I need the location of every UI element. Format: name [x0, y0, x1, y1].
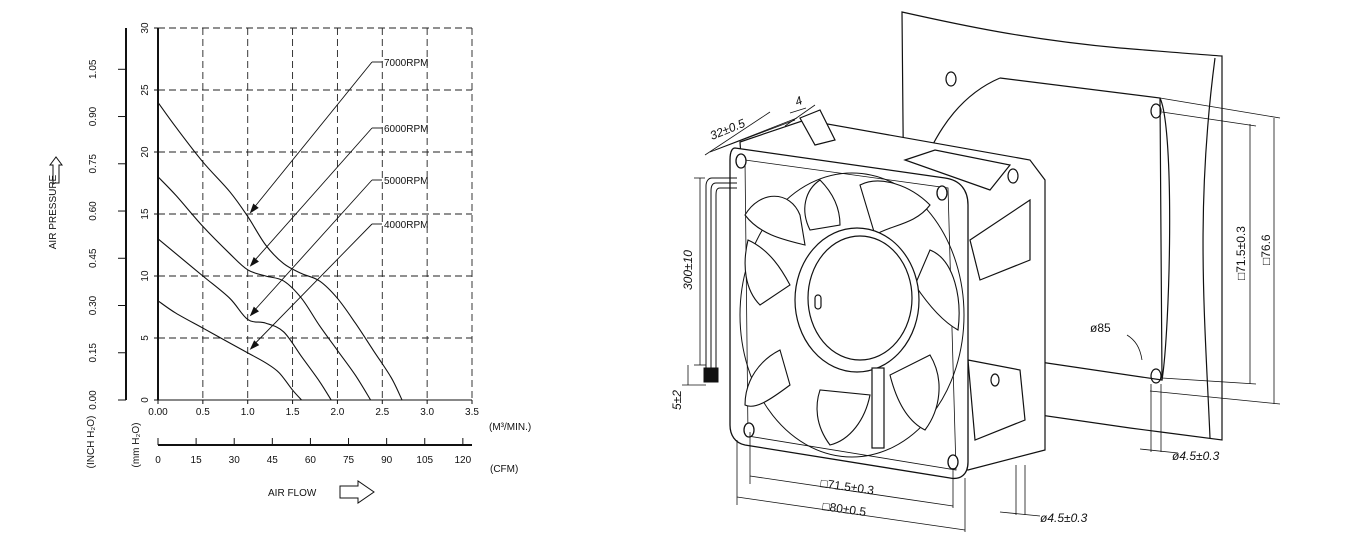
cfm-tick-label: 30: [229, 455, 241, 466]
dim-cutout-pitch: □71.5±0.3: [1234, 226, 1248, 280]
y-tick-label: 30: [140, 22, 151, 34]
series-label-5000rpm: 5000RPM: [384, 176, 428, 187]
x-tick-label: 2.0: [330, 407, 344, 418]
y-tick-label: 10: [140, 270, 151, 282]
series-curve-5000rpm: [157, 238, 332, 401]
inch-tick-label: 0.30: [88, 295, 99, 315]
inch-tick-label: 0.60: [88, 201, 99, 221]
series-label-6000rpm: 6000RPM: [384, 124, 428, 135]
dimension-lines: [682, 97, 1281, 532]
performance-chart: 0.00 0.5 1.0 1.5 2.0 2.5 3.0 3.5 0 5 10 15 20 25 30 0.0…: [48, 22, 531, 504]
cfm-tick-label: 0: [155, 455, 161, 466]
x-tick-label: 1.0: [241, 407, 255, 418]
air-flow-arrow-icon: [339, 480, 375, 504]
chart-grid: [158, 27, 473, 400]
panel-hole-bottom-right: [1150, 368, 1162, 384]
inch-tick-label: 0.00: [88, 390, 99, 410]
x-tick-label: 3.5: [465, 407, 479, 418]
x-tick-label: 0.5: [196, 407, 210, 418]
cfm-tick-label: 105: [416, 455, 433, 466]
series-label-7000rpm: 7000RPM: [384, 58, 428, 69]
dim-hole-pitch: □71.5±0.3: [820, 476, 876, 497]
y-tick-label: 0: [140, 397, 151, 403]
fan-blades: [744, 179, 960, 446]
dim-cutout-size: □76.6: [1259, 234, 1273, 265]
inch-tick-label: 0.75: [88, 154, 99, 174]
rpm-leader-arrowhead: [249, 340, 260, 350]
fan-dimension-drawing: 32±0.5 4 300±10 5±2 □71.5±0.3 □80±0.5 ø4…: [670, 11, 1281, 532]
dim-cutout-hole-dia: ø4.5±0.3: [1172, 449, 1220, 463]
air-pressure-arrow-icon: [49, 156, 63, 184]
inch-tick-label: 0.90: [88, 106, 99, 126]
rpm-leader-line: [251, 127, 373, 265]
panel-hole-top-right: [1150, 103, 1162, 119]
rpm-leader-line: [251, 179, 373, 314]
series-label-4000rpm: 4000RPM: [384, 220, 428, 231]
cfm-tick-label: 120: [455, 455, 472, 466]
cfm-tick-label: 45: [267, 455, 279, 466]
frame-hole-top-left: [735, 153, 747, 169]
panel-cutout: [929, 71, 1171, 384]
inch-tick-label: 1.05: [88, 59, 99, 79]
x-tick-label: 3.0: [420, 407, 434, 418]
x-unit-cfm: (CFM): [490, 464, 518, 475]
panel-hole-top-left: [945, 71, 957, 87]
chart-series: [157, 61, 403, 401]
rpm-leader-arrowhead: [249, 256, 259, 267]
frame-hole-bottom-right: [947, 454, 959, 470]
rpm-leader-line: [251, 223, 373, 348]
inch-tick-label: 0.45: [88, 248, 99, 268]
y-tick-label: 25: [140, 84, 151, 96]
series-curve-7000rpm: [157, 102, 403, 401]
y-tick-label: 15: [140, 208, 151, 220]
series-curve-4000rpm: [157, 300, 302, 401]
x-tick-label: 0.00: [148, 407, 168, 418]
cfm-tick-label: 60: [305, 455, 317, 466]
inch-tick-label: 0.15: [88, 343, 99, 363]
chart-labels: 0.00 0.5 1.0 1.5 2.0 2.5 3.0 3.5 0 5 10 15 20 25 30 0.0…: [88, 22, 479, 466]
cfm-tick-label: 15: [191, 455, 203, 466]
fan-hub: [794, 227, 920, 449]
frame-hole-bottom-left: [743, 422, 755, 438]
dim-hole-dia: ø4.5±0.3: [1040, 511, 1088, 525]
dim-cutout-dia: ø85: [1090, 321, 1111, 335]
rpm-leader-line: [251, 61, 373, 211]
frame-hole-top-right: [936, 185, 948, 201]
dim-depth: 32±0.5: [708, 116, 747, 143]
y-unit-mm: (mm H₂O): [131, 423, 142, 468]
y-unit-inch: (INCH H₂O): [86, 416, 97, 469]
x-unit-m3: (M³/MIN.): [489, 422, 531, 433]
x-tick-label: 1.5: [286, 407, 300, 418]
y-tick-label: 5: [140, 335, 151, 341]
y-tick-label: 20: [140, 146, 151, 158]
x-tick-label: 2.5: [375, 407, 389, 418]
dim-frame-size: □80±0.5: [822, 499, 868, 519]
x-axis-title: AIR FLOW: [268, 488, 317, 499]
dim-flange: 4: [793, 93, 805, 109]
y-axis-title: AIR PRESSURE: [48, 174, 59, 249]
cfm-tick-label: 90: [381, 455, 393, 466]
dim-lead-strip: 5±2: [670, 390, 684, 410]
rpm-leader-arrowhead: [249, 306, 260, 317]
cfm-tick-label: 75: [343, 455, 355, 466]
series-curve-6000rpm: [157, 176, 372, 401]
dim-lead-length: 300±10: [681, 250, 695, 290]
rpm-leader-arrowhead: [249, 203, 259, 214]
chart-axes: [118, 27, 473, 446]
lead-wires: [703, 177, 737, 383]
